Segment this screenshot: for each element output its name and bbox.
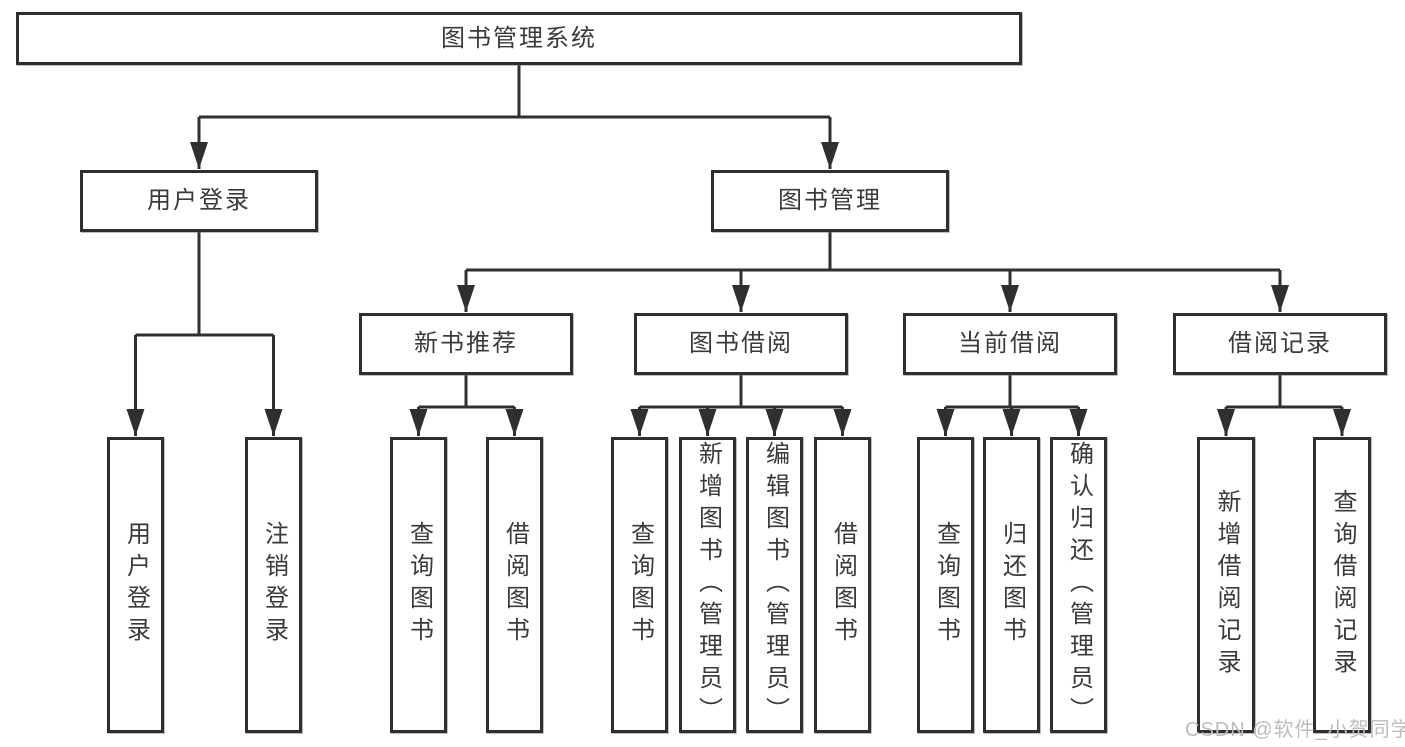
leaf-label: 借阅图书 [829, 521, 857, 649]
leaf-label: 新增图书（管理员） [694, 441, 722, 729]
node-book-borrowing: 图书借阅 [634, 313, 848, 375]
leaf-label: 借阅图书 [501, 521, 529, 649]
node-label: 新书推荐 [414, 330, 518, 357]
leaf-label: 归还图书 [998, 521, 1026, 649]
connector-borrow-records-branch [1217, 375, 1351, 436]
leaf-query-books-current: 查询图书 [917, 437, 974, 733]
node-library-management-system: 图书管理系统 [16, 12, 1022, 65]
leaf-label: 注销登录 [260, 521, 288, 649]
leaf-add-borrow-record: 新增借阅记录 [1197, 437, 1255, 733]
leaf-label: 新增借阅记录 [1213, 489, 1240, 681]
leaf-borrow-books: 借阅图书 [814, 437, 871, 733]
leaf-edit-books-admin: 编辑图书（管理员） [746, 437, 803, 733]
leaf-label: 用户登录 [122, 521, 150, 649]
node-label: 图书管理系统 [441, 24, 597, 52]
connector-book-management-branch [457, 232, 1289, 312]
node-label: 图书管理 [778, 187, 882, 214]
leaf-label: 查询图书 [405, 521, 433, 649]
csdn-watermark: CSDN @软件_小贺同学 [1185, 719, 1405, 741]
node-current-borrowing: 当前借阅 [903, 313, 1117, 375]
node-label: 图书借阅 [689, 330, 793, 357]
node-label: 借阅记录 [1228, 330, 1332, 357]
leaf-query-books-borrow: 查询图书 [611, 437, 668, 733]
node-label: 当前借阅 [958, 330, 1062, 357]
connector-book-borrow-branch [630, 375, 852, 436]
leaf-logout: 注销登录 [245, 437, 302, 733]
connector-current-borrow-branch [936, 375, 1088, 436]
leaf-label: 编辑图书（管理员） [761, 441, 789, 729]
connector-user-login-branch [126, 232, 283, 436]
node-user-login: 用户登录 [80, 170, 318, 232]
leaf-label: 查询图书 [626, 521, 654, 649]
leaf-return-books: 归还图书 [983, 437, 1040, 733]
node-label: 用户登录 [147, 187, 251, 214]
connector-root-to-level2 [190, 65, 839, 169]
leaf-add-books-admin: 新增图书（管理员） [679, 437, 736, 733]
leaf-confirm-return-admin: 确认归还（管理员） [1050, 437, 1107, 733]
node-book-management: 图书管理 [711, 170, 949, 232]
leaf-user-login: 用户登录 [107, 437, 164, 733]
leaf-label: 查询图书 [932, 521, 960, 649]
leaf-label: 查询借阅记录 [1329, 489, 1356, 681]
node-new-book-recommendation: 新书推荐 [359, 313, 573, 375]
leaf-query-books-recommend: 查询图书 [390, 437, 447, 733]
leaf-borrow-books-recommend: 借阅图书 [486, 437, 543, 733]
connector-new-book-branch [409, 375, 524, 436]
leaf-label: 确认归还（管理员） [1065, 441, 1093, 729]
leaf-query-borrow-record: 查询借阅记录 [1313, 437, 1371, 733]
node-borrowing-records: 借阅记录 [1173, 313, 1387, 375]
